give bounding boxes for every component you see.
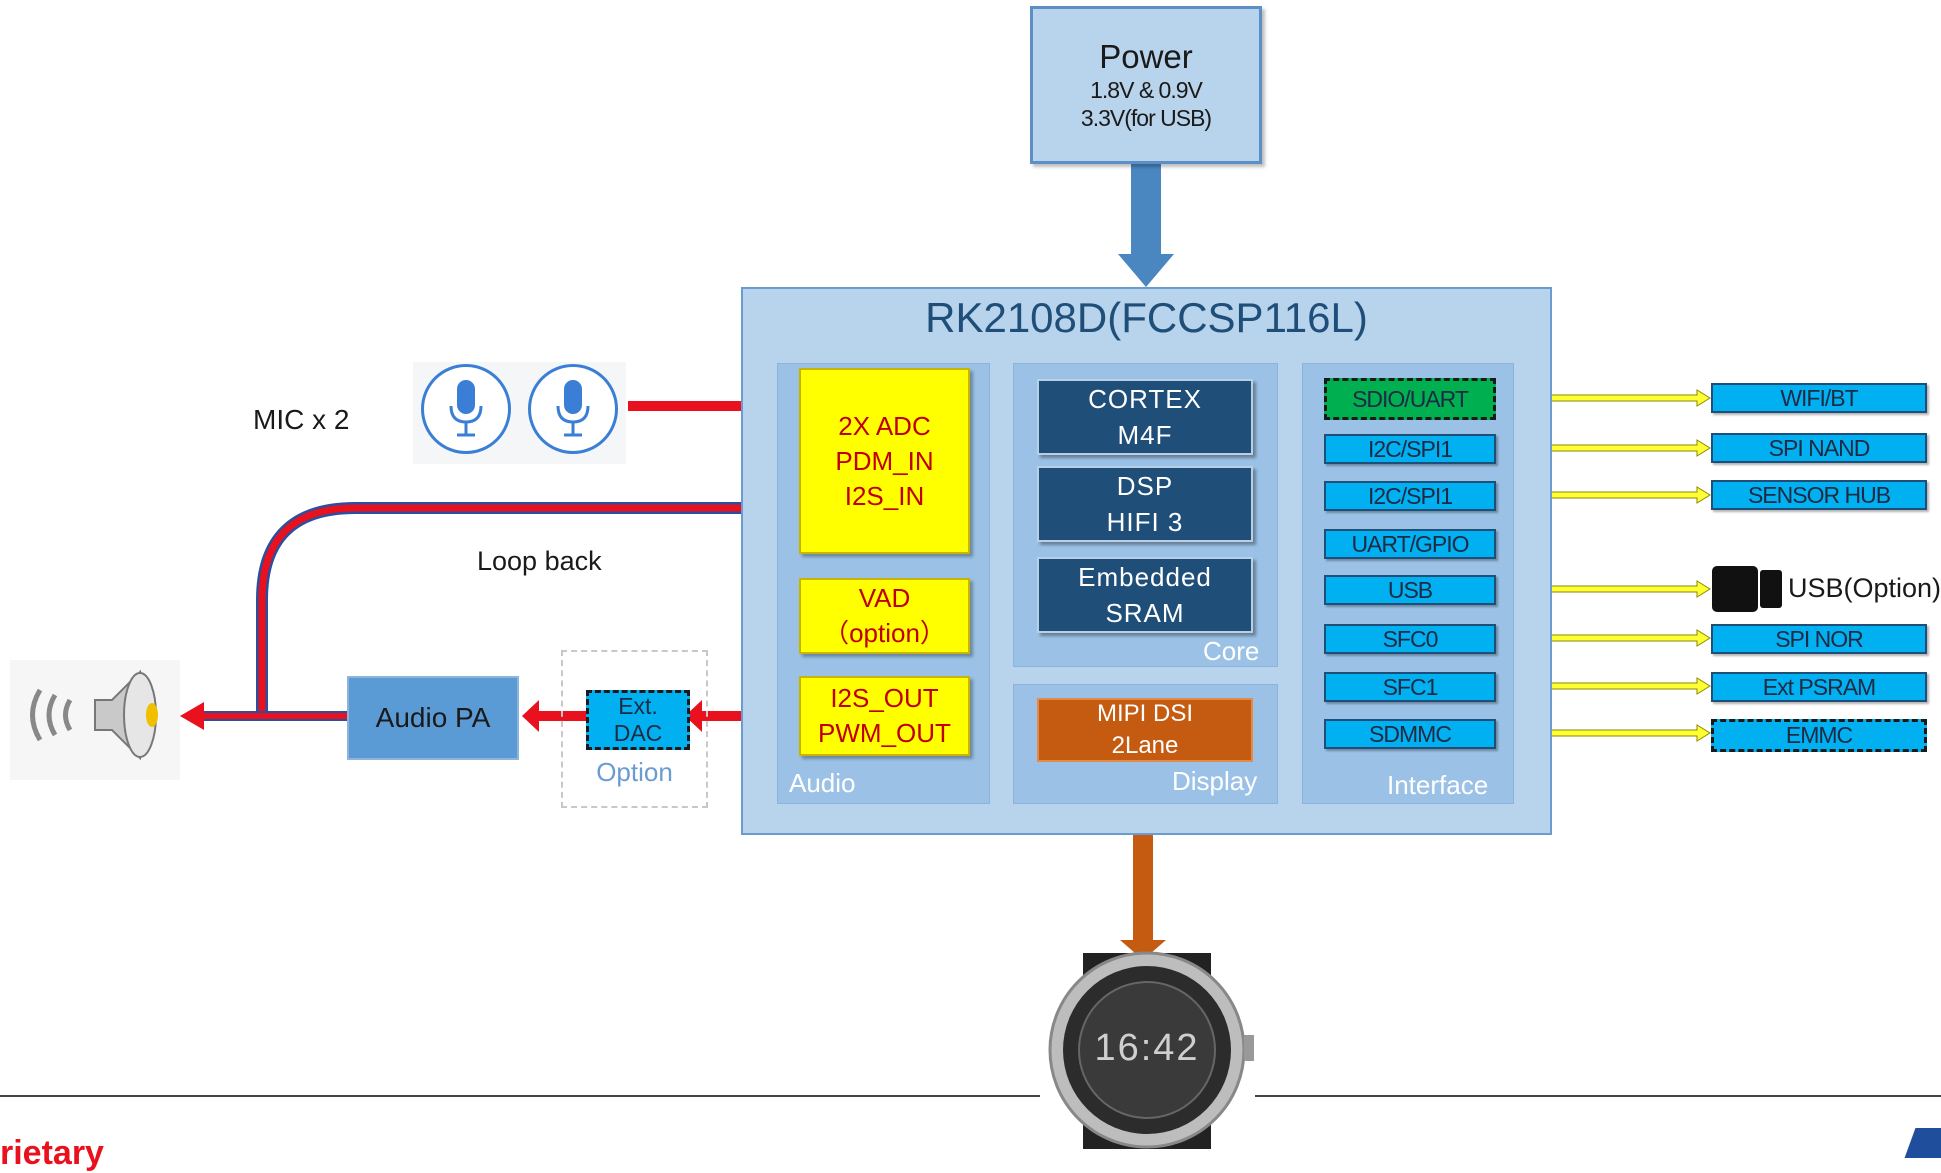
vad-block: VAD （option） — [799, 578, 970, 654]
ext-dac-label-2: DAC — [613, 720, 663, 746]
microphone-icon-1 — [421, 364, 511, 454]
ext-dac-label-1: Ext. — [618, 693, 658, 719]
cortex-block: CORTEX M4F — [1037, 379, 1253, 455]
interface-port-sdio-uart: SDIO/UART — [1324, 378, 1496, 420]
cortex-label-2: M4F — [1117, 420, 1173, 450]
peripheral-emmc: EMMC — [1711, 719, 1927, 752]
display-panel-label: Display — [1172, 766, 1258, 796]
out-label-2: PWM_OUT — [818, 718, 951, 748]
sram-block: Embedded SRAM — [1037, 557, 1253, 633]
power-block: Power 1.8V & 0.9V 3.3V(for USB) — [1030, 6, 1262, 164]
footer-rule-right — [1255, 1095, 1941, 1097]
mic-label: MIC x 2 — [253, 404, 350, 435]
power-title: Power — [1099, 38, 1193, 75]
adc-block: 2X ADC PDM_IN I2S_IN — [799, 368, 970, 554]
vad-label-1: VAD — [858, 583, 911, 613]
out-label-1: I2S_OUT — [830, 683, 939, 713]
ext-dac-block: Ext. DAC — [586, 690, 690, 750]
audio-panel-label: Audio — [789, 768, 856, 798]
loopback-arrow — [256, 502, 790, 714]
chip-title: RK2108D(FCCSP116L) — [925, 294, 1368, 341]
dsp-label-2: HIFI 3 — [1106, 507, 1184, 537]
audio-pa-block: Audio PA — [347, 676, 519, 760]
i2s-out-block: I2S_OUT PWM_OUT — [799, 676, 970, 756]
adc-label-3: I2S_IN — [844, 480, 925, 511]
interface-port-sfc1: SFC1 — [1324, 672, 1496, 702]
dsp-label-1: DSP — [1116, 471, 1174, 501]
interface-port-sfc0: SFC0 — [1324, 624, 1496, 654]
microphone-icon-2 — [528, 364, 618, 454]
footer-rule-left — [0, 1095, 1040, 1097]
footer-text: rietary — [0, 1134, 104, 1172]
vad-label-2: （option） — [823, 618, 946, 648]
usb-icon — [1712, 566, 1758, 612]
mipi-label-2: 2Lane — [1111, 732, 1179, 759]
cortex-label-1: CORTEX — [1088, 384, 1202, 414]
interface-port-i2c-spi1-b: I2C/SPI1 — [1324, 481, 1496, 511]
adc-label-2: PDM_IN — [835, 445, 934, 476]
sram-label-2: SRAM — [1105, 598, 1185, 628]
interface-port-sdmmc: SDMMC — [1324, 719, 1496, 749]
power-voltage-2: 3.3V(for USB) — [1080, 105, 1212, 131]
watch-icon — [1040, 951, 1255, 1149]
option-label: Option — [596, 757, 673, 787]
sram-label-1: Embedded — [1078, 562, 1212, 592]
core-panel-label: Core — [1203, 636, 1260, 666]
option-frame — [561, 650, 708, 808]
interface-port-i2c-spi1-a: I2C/SPI1 — [1324, 434, 1496, 464]
watch-time: 16:42 — [1094, 1027, 1200, 1069]
mipi-label-1: MIPI DSI — [1096, 700, 1193, 727]
peripheral-usb-option: USB(Option) — [1788, 573, 1941, 603]
adc-label-1: 2X ADC — [838, 410, 931, 441]
dsp-block: DSP HIFI 3 — [1037, 466, 1253, 542]
power-voltage-1: 1.8V & 0.9V — [1090, 77, 1203, 103]
interface-panel-label: Interface — [1387, 770, 1489, 800]
peripheral-ext-psram: Ext PSRAM — [1711, 672, 1927, 702]
speaker-icon — [10, 660, 180, 780]
usb-plug-icon — [1760, 570, 1782, 608]
peripheral-wifi-bt: WIFI/BT — [1711, 383, 1927, 413]
loop-back-label: Loop back — [477, 546, 602, 576]
peripheral-sensor-hub: SENSOR HUB — [1711, 480, 1927, 510]
mipi-dsi-block: MIPI DSI 2Lane — [1037, 698, 1253, 762]
interface-port-uart-gpio: UART/GPIO — [1324, 529, 1496, 559]
power-arrow — [1118, 164, 1174, 287]
interface-port-usb: USB — [1324, 575, 1496, 605]
peripheral-spi-nand: SPI NAND — [1711, 433, 1927, 463]
peripheral-spi-nor: SPI NOR — [1711, 624, 1927, 654]
